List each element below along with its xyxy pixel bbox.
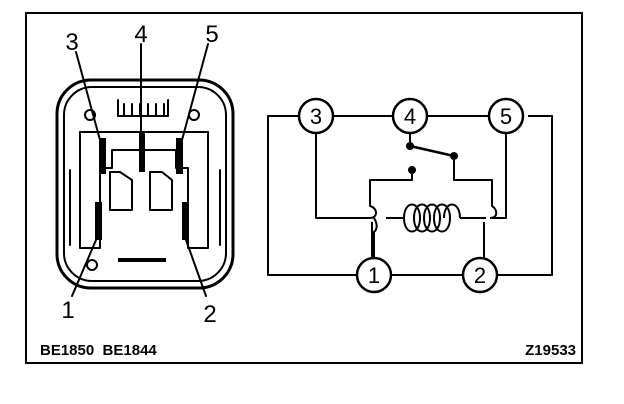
terminal-label-3: 3 (310, 104, 322, 129)
diagram-frame (25, 12, 583, 364)
mount-hole-top-left (84, 109, 96, 121)
wire-5-to-2 (498, 115, 553, 276)
terminal-label-2: 2 (474, 263, 486, 288)
relay-schematic (267, 97, 553, 294)
terminal-circle-3 (297, 97, 335, 135)
relay-coil (403, 203, 461, 233)
pin-label-1: 1 (61, 297, 74, 324)
connector-outer-housing (55, 78, 235, 290)
terminal-blade-1 (95, 202, 102, 240)
pin-label-2: 2 (203, 301, 216, 328)
terminal-blade-2 (182, 202, 189, 240)
leader-line-3 (75, 51, 101, 141)
terminal-blade-4 (139, 132, 145, 172)
no-contact (450, 152, 458, 160)
leader-line-5 (181, 43, 209, 141)
terminal-label-1: 1 (368, 263, 380, 288)
terminal-blade-3 (99, 138, 106, 174)
terminal-circle-2 (461, 256, 499, 294)
connector-inner-housing (63, 86, 227, 282)
mount-hole-bottom-left (86, 259, 98, 271)
terminal-circle-4 (391, 97, 429, 135)
wire-3-to-1 (267, 115, 358, 276)
relay-connector-view (55, 43, 235, 297)
terminal-label-5: 5 (500, 104, 512, 129)
wire-3-contact (315, 134, 413, 219)
pin-label-5: 5 (205, 21, 218, 48)
leader-line-1 (71, 239, 97, 297)
locking-tab (117, 99, 169, 117)
bottom-rib (118, 258, 166, 262)
wire-5-contact (490, 134, 507, 219)
nc-contact (408, 166, 416, 174)
terminal-blade-5 (176, 138, 183, 174)
switch-arm (409, 144, 455, 158)
pin-label-4: 4 (134, 21, 147, 48)
terminal-circle-1 (355, 256, 393, 294)
figure-id: Z19533 (525, 342, 576, 359)
terminal-label-4: 4 (404, 104, 416, 129)
part-codes: BE1850 BE1844 (40, 342, 157, 359)
pin-label-3: 3 (65, 29, 78, 56)
terminal-circle-5 (487, 97, 525, 135)
leader-line-2 (185, 239, 207, 297)
